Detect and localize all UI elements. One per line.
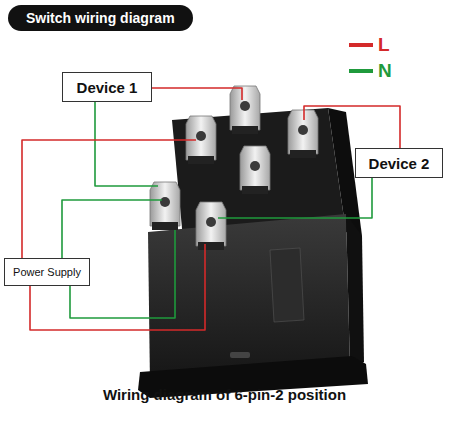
wire-live bbox=[30, 244, 205, 330]
legend-swatch-box bbox=[348, 65, 374, 77]
legend-swatch-box bbox=[348, 39, 374, 51]
title-banner: Switch wiring diagram bbox=[8, 5, 193, 31]
node-label: Power Supply bbox=[13, 266, 81, 278]
pin-terminal bbox=[150, 182, 180, 230]
pin-blade bbox=[230, 86, 260, 130]
legend-swatch bbox=[349, 69, 373, 73]
node-label: Device 1 bbox=[77, 79, 138, 96]
caption: Wiring diagram of 6-pin-2 position bbox=[0, 386, 449, 403]
pin-blade bbox=[186, 116, 216, 160]
pin-terminal bbox=[240, 146, 270, 194]
device-box: Device 2 bbox=[355, 148, 443, 178]
pin-blade bbox=[196, 202, 226, 246]
switch-latch bbox=[230, 352, 250, 358]
legend-item: L bbox=[348, 34, 390, 56]
pin-hole bbox=[250, 161, 260, 171]
pin-blade bbox=[288, 110, 318, 154]
pin-base bbox=[290, 150, 316, 158]
wire-live bbox=[22, 140, 196, 258]
legend-label: L bbox=[378, 34, 390, 56]
pin-hole bbox=[196, 131, 206, 141]
device-box: Device 1 bbox=[62, 72, 152, 102]
wire-neutral bbox=[218, 178, 372, 218]
switch-marking bbox=[270, 248, 304, 322]
pin-hole bbox=[298, 125, 308, 135]
wire-live bbox=[304, 106, 400, 148]
wires bbox=[22, 88, 400, 330]
pin-base bbox=[242, 186, 268, 194]
pin-hole bbox=[160, 197, 170, 207]
legend-swatch bbox=[349, 43, 373, 47]
pin-hole bbox=[206, 217, 216, 227]
switch-face-side bbox=[346, 214, 364, 368]
pin-base bbox=[188, 156, 214, 164]
pin-base bbox=[232, 126, 258, 134]
wire-live bbox=[152, 88, 242, 100]
legend-label: N bbox=[378, 60, 392, 82]
pin-blade bbox=[150, 182, 180, 226]
wire-neutral bbox=[95, 102, 158, 186]
pin-base bbox=[198, 242, 224, 250]
pin-hole bbox=[240, 101, 250, 111]
pin-terminal bbox=[230, 86, 260, 134]
pin-blade bbox=[240, 146, 270, 190]
pin-terminal bbox=[196, 202, 226, 250]
pin-terminal bbox=[288, 110, 318, 158]
wire-neutral bbox=[62, 200, 162, 258]
pin-base bbox=[152, 222, 178, 230]
node-label: Device 2 bbox=[369, 155, 430, 172]
power-supply-box: Power Supply bbox=[4, 258, 90, 286]
legend-item: N bbox=[348, 60, 392, 82]
